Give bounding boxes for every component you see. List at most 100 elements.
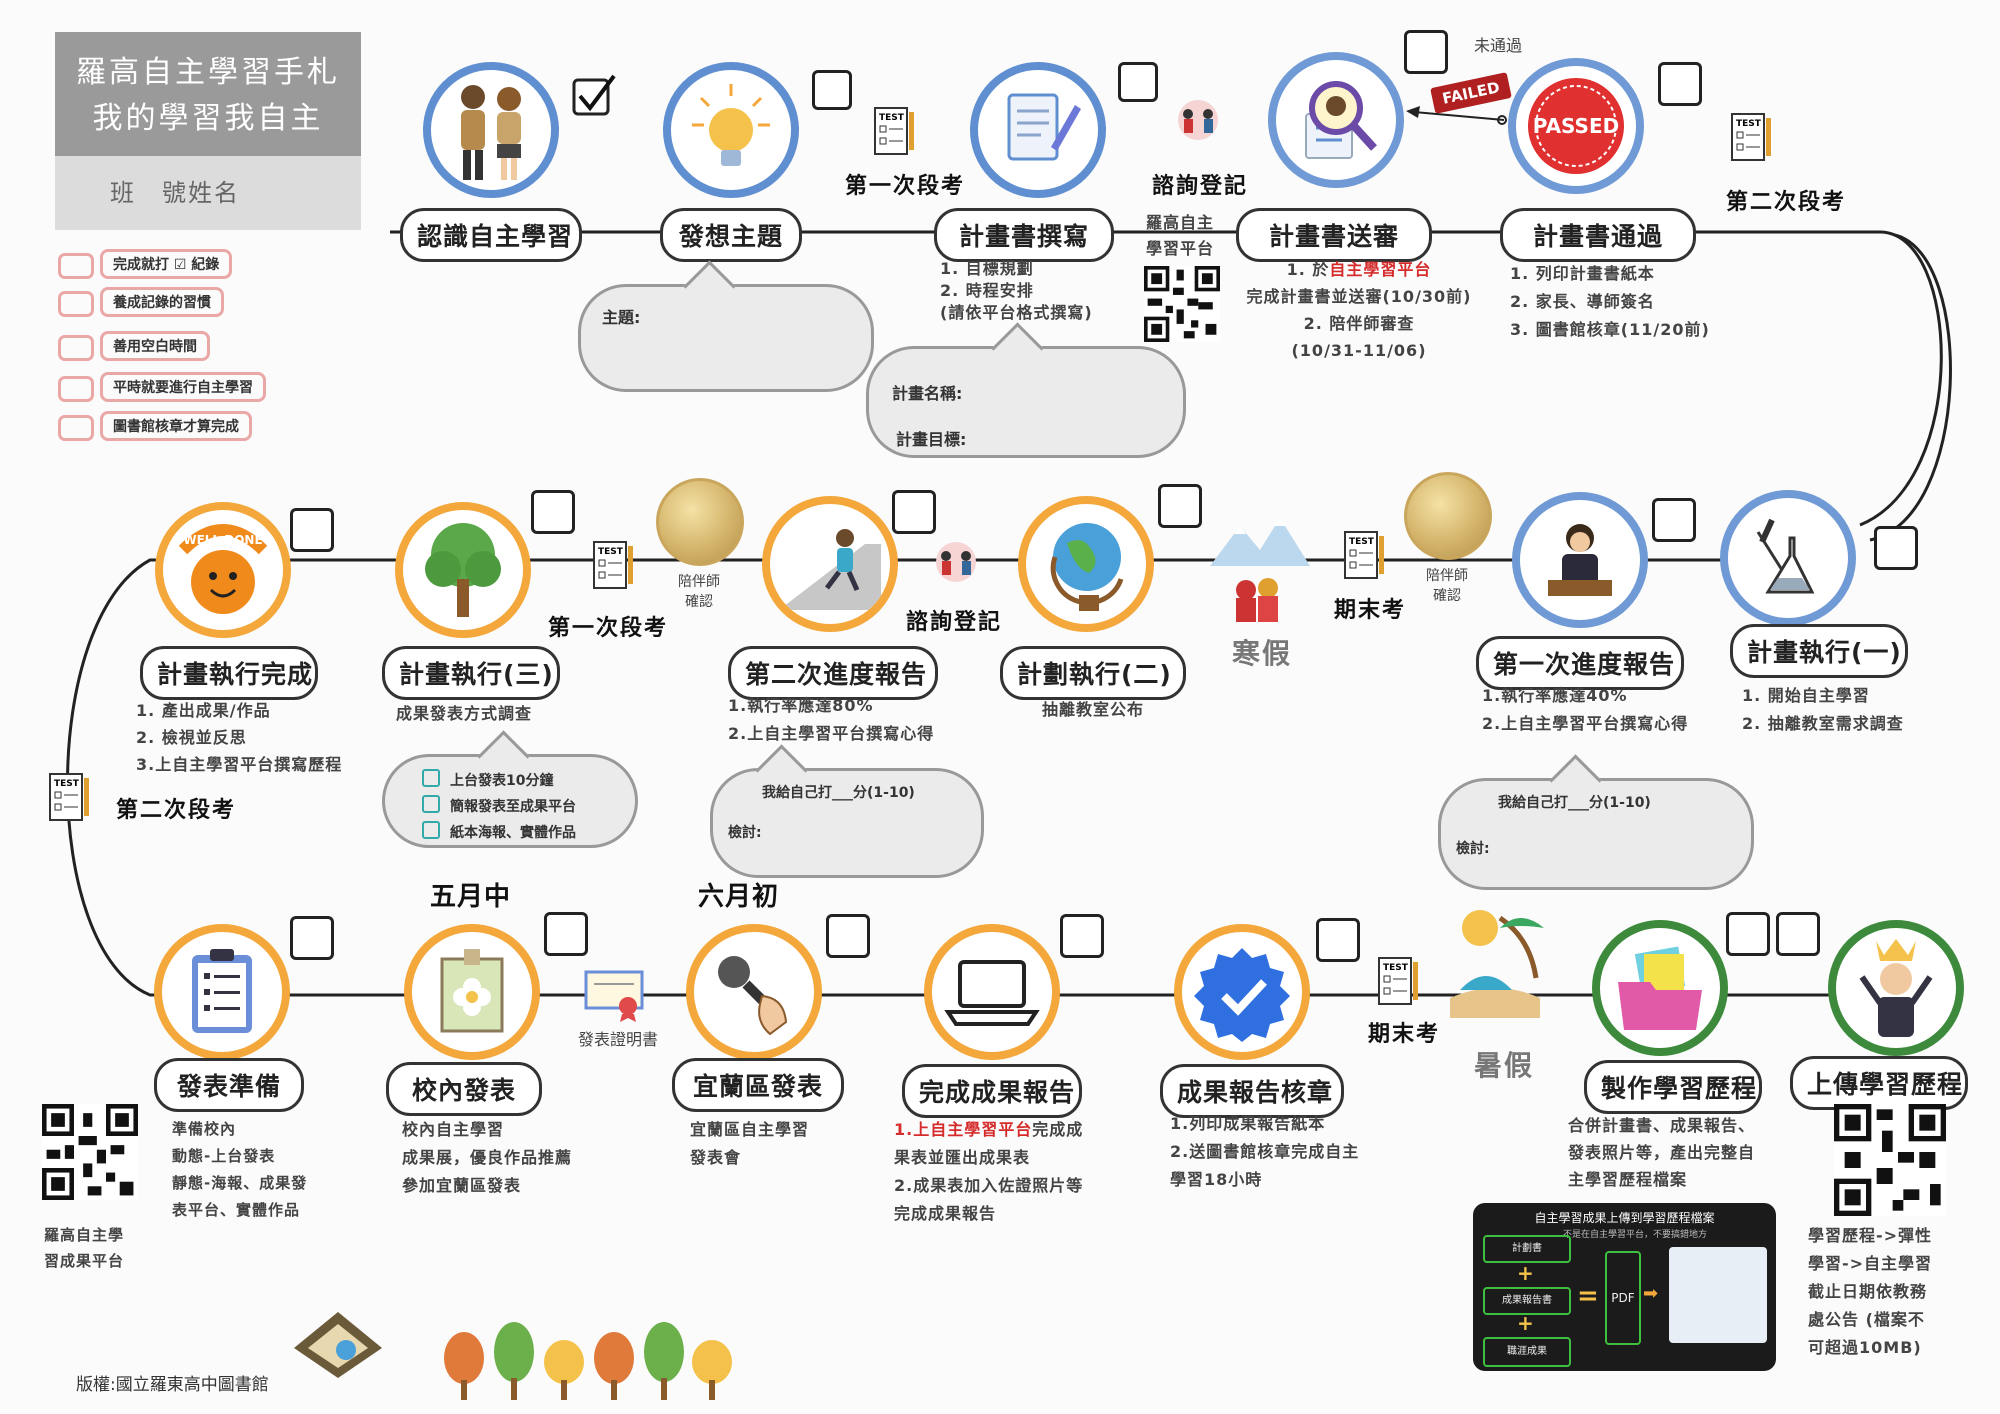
return-arrow-icon [1406, 106, 1507, 125]
notebook-subtitle: 我的學習我自主 [92, 101, 324, 136]
panel-item-report: 成果報告書 [1483, 1287, 1571, 1315]
step-execution-complete: 計畫執行完成 [140, 646, 318, 700]
library-logo-icon [290, 1308, 386, 1380]
step-checkbox[interactable] [290, 508, 334, 552]
desc-progress-report-2: 1.執行率應達80%2.上自主學習平台撰寫心得 [728, 696, 935, 743]
step-checkbox[interactable] [290, 916, 334, 960]
class-name-field[interactable]: 班 號姓名 [55, 156, 361, 230]
step-school-presentation: 校內發表 [386, 1062, 542, 1116]
magnifier-review-icon [1268, 52, 1404, 188]
checked-box-icon[interactable] [572, 72, 618, 116]
test-paper-icon: TEST [592, 540, 636, 592]
final-exam-bottom: 期末考 [1368, 1022, 1441, 1047]
trees-decoration-icon [444, 1322, 732, 1400]
presenter-icon [1512, 492, 1648, 628]
test-paper-icon: TEST [1343, 530, 1387, 582]
step-progress-report-2: 第二次進度報告 [728, 646, 938, 700]
upload-instruction-panel: 自主學習成果上傳到學習歷程檔案 不是在自主學習平台，不要搞錯地方 計劃書 + 成… [1473, 1203, 1776, 1371]
step-yilan-presentation: 宜蘭區發表 [672, 1058, 844, 1112]
step-checkbox[interactable] [826, 914, 870, 958]
desc-progress-report-1: 1.執行率應達40%2.上自主學習平台撰寫心得 [1482, 686, 1689, 733]
step-checkbox[interactable] [544, 912, 588, 956]
panel-pdf: PDF [1605, 1251, 1641, 1345]
plus-icon: + [1517, 1261, 1534, 1285]
panel-item-plan: 計劃書 [1483, 1235, 1571, 1263]
step-checkbox[interactable] [1060, 914, 1104, 958]
summer-beach-icon [1440, 898, 1552, 1038]
winter-break-label: 寒假 [1232, 637, 1293, 670]
step-report-stamp: 成果報告核章 [1160, 1064, 1344, 1118]
legend-checkbox[interactable] [58, 415, 94, 441]
step-know-self-learning: 認識自主學習 [400, 208, 582, 262]
verified-badge-icon [1174, 924, 1310, 1060]
step-checkbox[interactable] [1658, 62, 1702, 106]
arrow-right-icon: ➡ [1643, 1283, 1659, 1304]
plan-goal-label: 計畫目標: [896, 430, 967, 449]
consult-register: 諮詢登記 [1152, 174, 1249, 199]
platform-qr-label: 羅高自主學習平台 [1146, 213, 1215, 258]
step-write-plan: 計畫書撰寫 [934, 208, 1114, 262]
laptop-icon [924, 924, 1060, 1060]
lab-flask-icon [1720, 490, 1856, 626]
step-checkbox[interactable] [1726, 912, 1770, 956]
qr-code-icon[interactable] [1144, 266, 1220, 342]
progress2-reflection-bubble[interactable] [710, 744, 984, 878]
step-submit-review: 計畫書送審 [1236, 208, 1432, 262]
well-done-mascot-icon: WELL DONE [155, 502, 291, 638]
presentation-options: 上台發表10分鐘 簡報發表至成果平台 紙本海報、實體作品 [422, 768, 576, 846]
progress1-reflection-bubble[interactable] [1438, 754, 1754, 890]
legend-checkbox[interactable] [58, 376, 94, 402]
desc-presentation-prep: 準備校內動態-上台發表靜態-海報、成果發表平台、實體作品 [172, 1120, 308, 1219]
step-checkbox[interactable] [1652, 498, 1696, 542]
copyright: 版權:國立羅東高中圖書館 [76, 1375, 269, 1395]
celebrating-person-icon [1828, 920, 1964, 1056]
step-checkbox[interactable] [812, 70, 852, 110]
step-checkbox[interactable] [1404, 30, 1448, 74]
desc-execution-3: 成果發表方式調查 [396, 704, 533, 723]
svg-text:TEST: TEST [54, 779, 80, 789]
step-execution-2: 計劃執行(二) [1000, 646, 1186, 700]
gold-medal-icon [656, 478, 744, 566]
students-icon [423, 62, 559, 198]
step-make-portfolio: 製作學習歷程 [1584, 1060, 1762, 1114]
consultation-icon [926, 540, 986, 584]
svg-text:WELL DONE: WELL DONE [183, 533, 262, 547]
tree-icon [395, 502, 531, 638]
desc-execution-2: 抽離教室公布 [1042, 700, 1145, 719]
exam-first-midterm-2: 第一次段考 [548, 616, 669, 641]
notepad-pen-icon [970, 62, 1106, 198]
svg-text:TEST: TEST [1736, 119, 1762, 129]
plus-icon: + [1517, 1311, 1534, 1335]
notebook-title-box: 羅高自主學習手札 我的學習我自主 [55, 32, 361, 156]
early-june-label: 六月初 [698, 882, 780, 912]
step-checkbox[interactable] [1776, 912, 1820, 956]
option-checkbox[interactable] [422, 821, 440, 839]
step-checkbox[interactable] [1874, 526, 1918, 570]
step-plan-approved: 計畫書通過 [1500, 208, 1696, 262]
review-label: 檢討: [1456, 841, 1490, 857]
qr-code-icon[interactable] [42, 1104, 138, 1200]
plan-bubble[interactable] [866, 322, 1186, 458]
option-checkbox[interactable] [422, 795, 440, 813]
portfolio-screenshot-icon [1669, 1247, 1767, 1343]
qr-code-icon[interactable] [1834, 1104, 1946, 1216]
exam-first-midterm: 第一次段考 [845, 174, 966, 199]
tutor-confirm-label: 陪伴師 確認 [1426, 568, 1468, 604]
step-checkbox[interactable] [1158, 484, 1202, 528]
passed-stamp-icon: PASSED [1508, 58, 1644, 194]
step-checkbox[interactable] [1316, 918, 1360, 962]
legend-checkbox[interactable] [58, 335, 94, 361]
option-checkbox[interactable] [422, 769, 440, 787]
step-checkbox[interactable] [531, 490, 575, 534]
step-execution-3: 計畫執行(三) [382, 646, 560, 700]
legend-checkbox[interactable] [58, 291, 94, 317]
topic-bubble[interactable] [578, 260, 874, 392]
legend-checkbox[interactable] [58, 253, 94, 279]
step-checkbox[interactable] [1118, 62, 1158, 102]
lightbulb-icon [663, 62, 799, 198]
step-checkbox[interactable] [892, 490, 936, 534]
test-paper-icon: TEST [873, 106, 917, 158]
